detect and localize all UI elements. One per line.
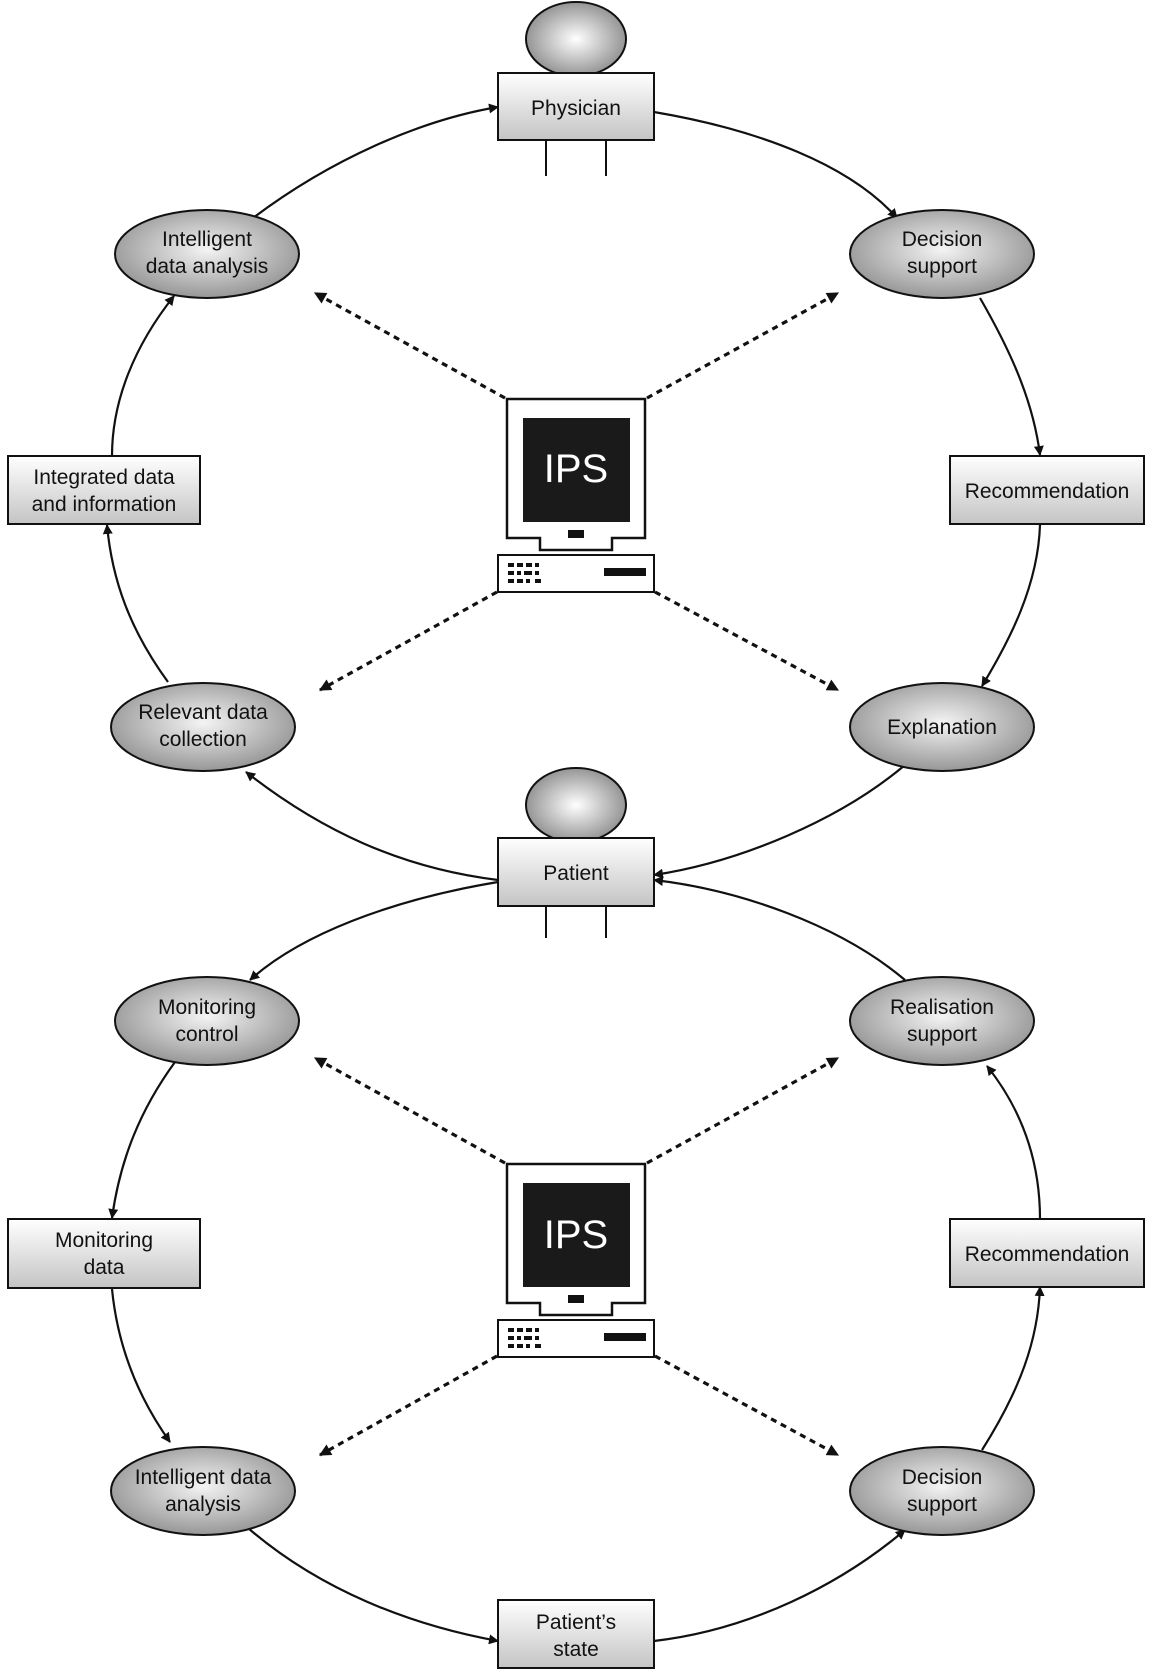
ellipse-shape — [849, 209, 1035, 299]
physician-box — [497, 72, 655, 141]
label-line-2: and information — [32, 493, 177, 516]
dashed-bottom-ips-to-realisation — [646, 1056, 840, 1165]
node-bottom-ida: Intelligent data analysis — [110, 1446, 296, 1536]
node-bottom-monitoring-data: Monitoring data — [7, 1218, 201, 1289]
node-top-ida: Intelligent data analysis — [114, 209, 300, 299]
node-bottom-recommendation: Recommendation — [949, 1218, 1145, 1288]
node-top-explanation: Explanation — [849, 682, 1035, 772]
box-shape — [7, 455, 201, 525]
top-cycle-arrows — [102, 103, 1044, 882]
node-top-relevant-data: Relevant data collection — [110, 682, 296, 772]
label-line-1: Relevant data — [138, 701, 268, 724]
dashed-top-ips-to-explanation — [654, 590, 840, 692]
box-shape — [949, 455, 1145, 525]
ellipse-shape — [110, 1446, 296, 1536]
label-line-2: support — [907, 255, 977, 278]
label-line-2: support — [907, 1023, 977, 1046]
arrow-relevant-to-integrated — [102, 524, 169, 683]
box-shape — [7, 1218, 201, 1289]
patient-figure: Patient — [497, 767, 655, 938]
physician-label: Physician — [531, 97, 621, 120]
arrow-patients-state-to-decision — [653, 1529, 906, 1643]
label-line-1: Decision — [902, 1466, 983, 1489]
node-bottom-monitoring-control: Monitoring control — [114, 976, 300, 1066]
label-line-2: state — [553, 1638, 599, 1661]
node-bottom-realisation-support: Realisation support — [849, 976, 1035, 1066]
dashed-top-ips-to-decision — [646, 291, 840, 400]
node-top-recommendation: Recommendation — [949, 455, 1145, 525]
label-line-1: Intelligent — [162, 228, 252, 251]
dashed-top-ips-to-ida — [313, 291, 506, 400]
dashed-bottom-ips-to-decision — [654, 1354, 840, 1457]
node-bottom-patients-state: Patient’s state — [497, 1599, 655, 1669]
label-line-1: Realisation — [890, 996, 994, 1019]
label-line: Recommendation — [965, 1243, 1130, 1266]
patient-head — [525, 767, 627, 843]
bottom-cycle-arrows — [108, 876, 1045, 1645]
label-line-2: collection — [159, 728, 247, 751]
label-line-2: analysis — [165, 1493, 241, 1516]
arrow-integrated-to-ida — [110, 295, 175, 457]
box-shape — [497, 1599, 655, 1669]
node-bottom-decision-support: Decision support — [849, 1446, 1035, 1536]
ellipse-shape — [110, 682, 296, 772]
patient-label: Patient — [543, 862, 609, 885]
ellipse-shape — [849, 1446, 1035, 1536]
monitor-led — [568, 1295, 584, 1303]
node-top-integrated-data: Integrated data and information — [7, 455, 201, 525]
node-top-decision-support: Decision support — [849, 209, 1035, 299]
dashed-bottom-ips-to-monitoring — [313, 1056, 506, 1165]
dashed-bottom-ips-to-ida — [318, 1354, 498, 1457]
box-shape — [949, 1218, 1145, 1288]
physician-head — [525, 1, 627, 77]
label-line-1: Decision — [902, 228, 983, 251]
ips-label: IPS — [544, 1213, 608, 1257]
ellipse-shape — [114, 209, 300, 299]
ips-label: IPS — [544, 447, 608, 491]
dashed-arrows — [313, 291, 840, 1457]
patient-box — [497, 837, 655, 907]
disk-drive-slot — [604, 1333, 646, 1341]
monitor-screen — [523, 418, 630, 522]
label-line: Recommendation — [965, 480, 1130, 503]
arrow-monitoring-data-to-ida — [110, 1288, 171, 1443]
arrow-ida-to-physician — [252, 103, 499, 219]
arrow-recommendation-to-realisation — [986, 1065, 1042, 1220]
label-line-1: Integrated data — [33, 466, 175, 489]
keyboard-keys — [508, 563, 541, 583]
label-line-1: Monitoring — [158, 996, 256, 1019]
label-line-2: data — [84, 1256, 125, 1279]
arrow-monitoring-control-to-data — [108, 1061, 176, 1219]
arrow-patient-to-relevant — [245, 771, 499, 882]
dashed-top-ips-to-relevant — [318, 590, 498, 692]
monitor-led — [568, 530, 584, 538]
arrow-explanation-to-patient — [653, 764, 906, 879]
label-line-2: data analysis — [146, 255, 269, 278]
label-line-1: Intelligent data — [135, 1466, 272, 1489]
arrow-recommendation-to-explanation — [981, 524, 1042, 687]
ellipse-shape — [849, 976, 1035, 1066]
label-line-1: Patient’s — [536, 1611, 616, 1634]
arrow-decision-to-recommendation-b — [981, 1286, 1045, 1451]
disk-drive-slot — [604, 568, 646, 576]
arrow-patient-to-monitoring-control — [249, 880, 499, 981]
arrow-ida-to-patients-state — [247, 1527, 499, 1645]
ellipse-shape — [849, 682, 1035, 772]
ellipse-shape — [114, 976, 300, 1066]
monitor-screen — [523, 1183, 630, 1287]
computer-icon-bottom: IPS — [497, 1162, 655, 1358]
label-line-1: Monitoring — [55, 1229, 153, 1252]
arrow-physician-to-decision — [653, 110, 898, 219]
arrow-decision-to-recommendation — [979, 297, 1044, 456]
label-line: Explanation — [887, 716, 997, 739]
arrow-realisation-to-patient — [653, 876, 906, 981]
keyboard-keys — [508, 1328, 541, 1348]
label-line-2: control — [175, 1023, 238, 1046]
physician-figure: Physician — [497, 1, 655, 176]
computer-icon-top: IPS — [497, 397, 655, 593]
label-line-2: support — [907, 1493, 977, 1516]
